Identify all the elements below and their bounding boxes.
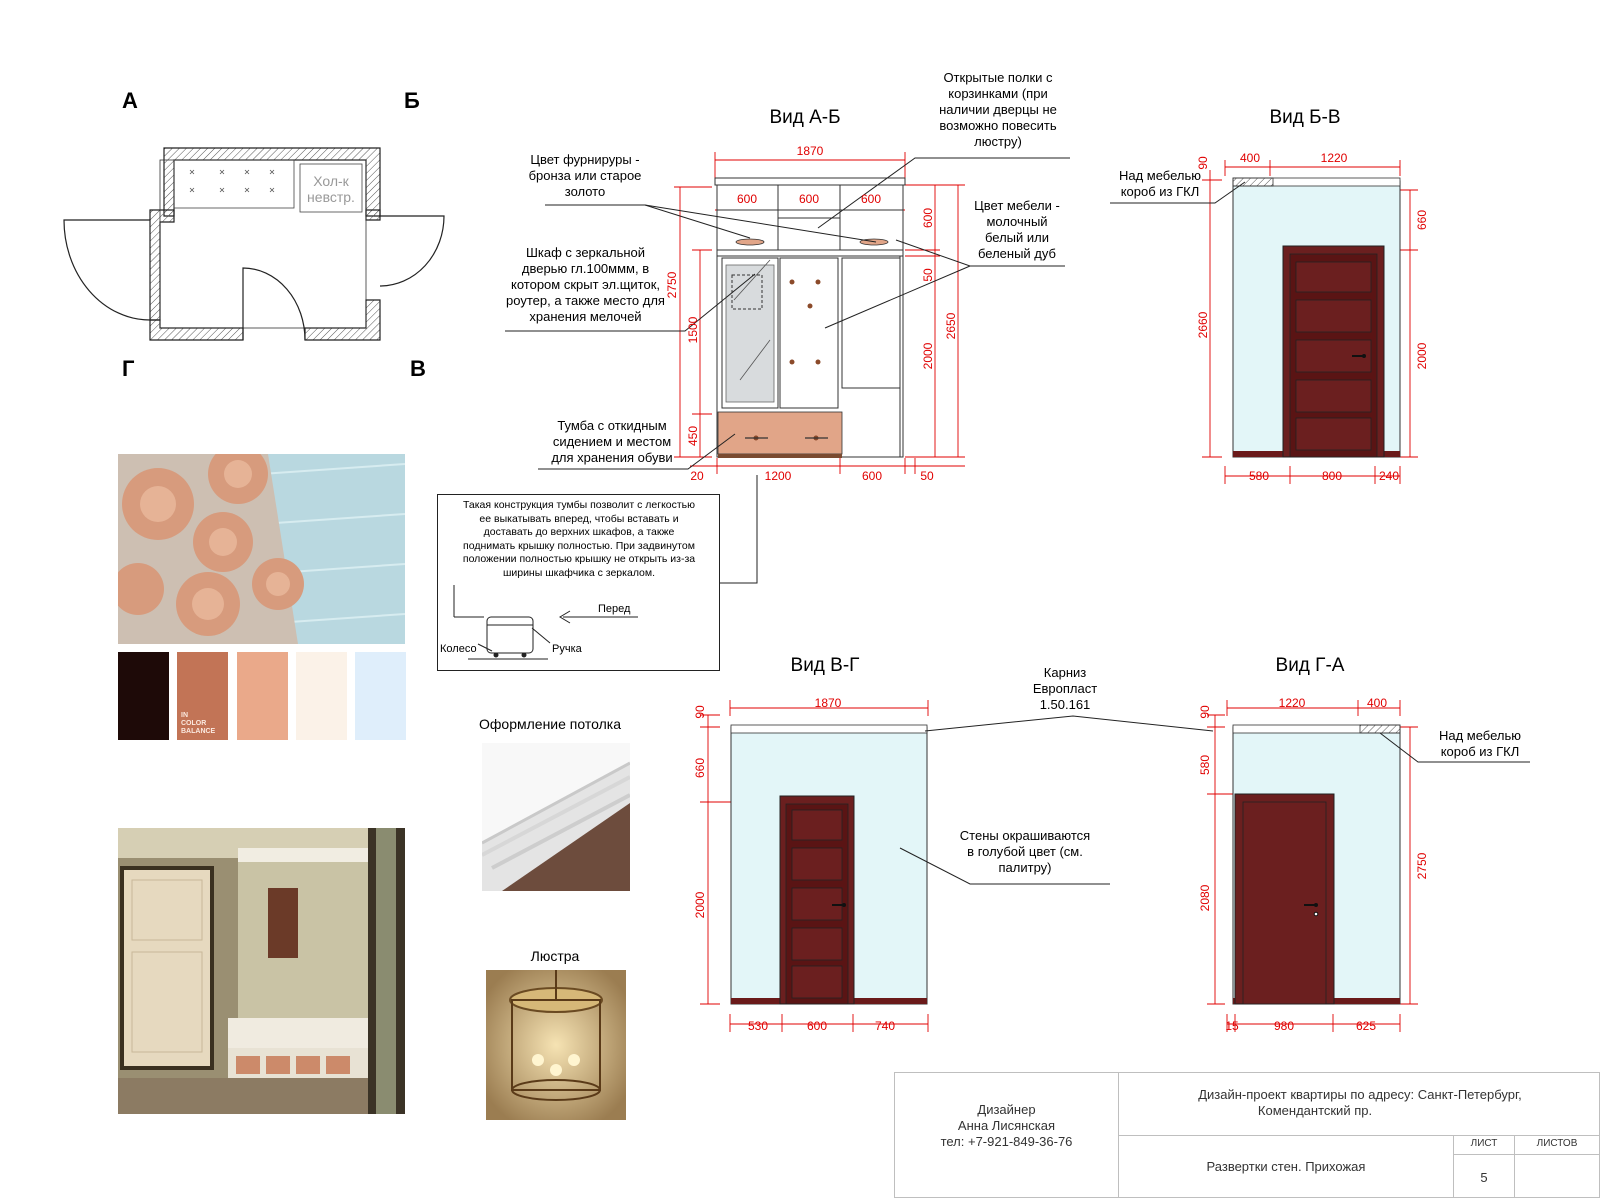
plan-corner-b: Б [404,88,420,113]
plan-corner-a: А [122,88,138,113]
bench-note-box: Такая конструкция тумбы позволит с легко… [437,494,720,671]
bench-handle-label: Ручка [552,643,582,655]
bench-wheel-label: Колесо [440,643,477,655]
plan-corner-v: В [410,356,426,381]
stamp-project: Дизайн-проект квартиры по адресу: Санкт-… [1198,1087,1522,1118]
palette-swatch-3 [237,652,288,740]
chandelier-photo [486,970,626,1120]
view-title-ab: Вид А-Б [769,107,841,128]
hallway-photo [118,828,405,1114]
ceiling-caption: Оформление потолка [479,716,621,732]
view-title-ga: Вид Г-А [1275,655,1345,676]
palette-swatch-1 [118,652,169,740]
stamp-sheet-number: 5 [1480,1170,1488,1185]
palette-swatch-4 [296,652,347,740]
palette-swatch-5 [355,652,406,740]
bench-note-text: Такая конструкция тумбы позволит с легко… [462,499,696,579]
stamp-sheets-total-cell [1514,1154,1600,1198]
view-title-bv: Вид Б-В [1269,107,1341,128]
plan-corner-g: Г [122,356,135,381]
stamp-sheets-label: листов [1536,1138,1578,1149]
stamp-designer: Дизайнер Анна Лисянская тел: +7-921-849-… [940,1102,1073,1149]
chandelier-caption: Люстра [530,948,580,964]
cupcake-photo [118,454,405,644]
bench-front-label: Перед [598,603,631,615]
bench-sketch [453,585,638,660]
stamp-sheet-title: Развертки стен. Прихожая [1206,1159,1366,1174]
view-title-vg: Вид В-Г [790,655,860,676]
floor-plan [63,147,445,341]
ceiling-photo [482,743,630,891]
